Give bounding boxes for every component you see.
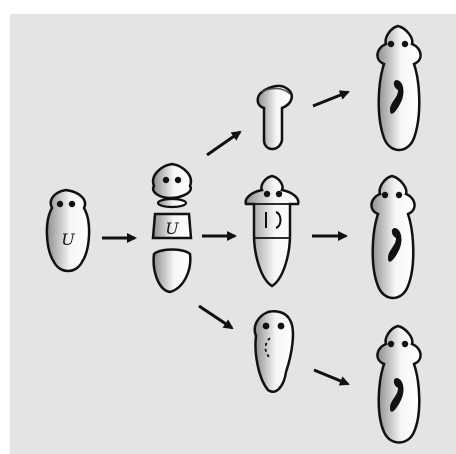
- arrow-to-final-bottom: [314, 370, 348, 384]
- trunk-label: U: [165, 219, 179, 238]
- eye-icon: [388, 341, 394, 347]
- regenerated-worm-middle: [371, 176, 414, 298]
- regenerating-tail: [255, 311, 293, 391]
- eye-icon: [264, 191, 270, 197]
- eye-icon: [263, 323, 270, 330]
- original-worm: U: [47, 190, 89, 271]
- arrow-to-tail-regen: [199, 306, 232, 328]
- pharynx-label: U: [61, 230, 75, 249]
- regenerated-worm-bottom: [377, 326, 420, 443]
- eye-icon: [278, 323, 285, 330]
- arrow-to-final-top: [313, 92, 348, 106]
- regenerating-head: [258, 86, 292, 149]
- neck-fragment: [158, 199, 186, 207]
- tail-fragment: [154, 250, 191, 293]
- tail-regenerating-body: [255, 311, 293, 391]
- eye-icon: [396, 192, 402, 198]
- eye-icon: [57, 201, 63, 207]
- trunk-regenerating-body: [246, 176, 299, 286]
- head-regenerating-body: [258, 86, 292, 149]
- eye-icon: [402, 341, 408, 347]
- cut-pieces: U: [153, 164, 191, 292]
- arrow-to-head-regen: [207, 132, 240, 155]
- eye-icon: [382, 192, 388, 198]
- regenerated-worm-top: [377, 26, 420, 150]
- head-fragment: [153, 164, 191, 198]
- worm-body: [371, 176, 414, 298]
- eye-icon: [402, 41, 408, 47]
- regenerating-trunk: [246, 176, 299, 286]
- eye-icon: [163, 177, 169, 183]
- eye-icon: [69, 201, 75, 207]
- eye-icon: [276, 191, 282, 197]
- eye-icon: [388, 41, 394, 47]
- eye-icon: [175, 177, 181, 183]
